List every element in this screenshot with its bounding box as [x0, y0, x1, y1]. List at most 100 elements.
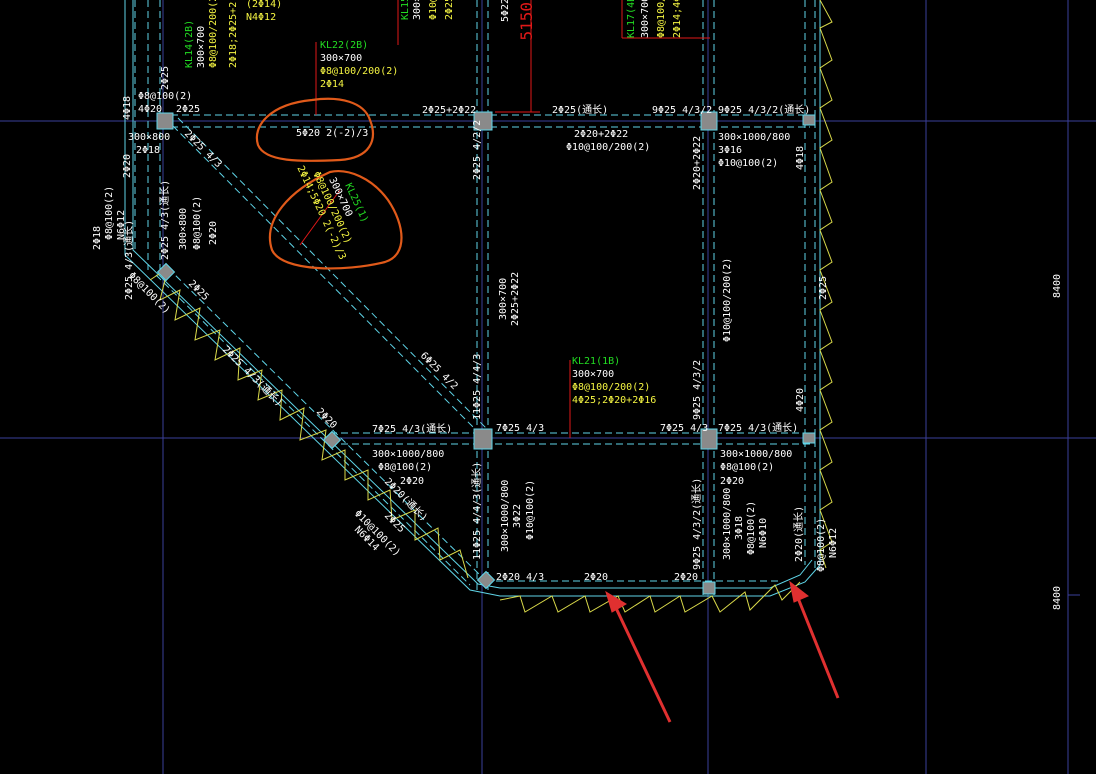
leader-lines — [299, 0, 710, 438]
rebar-label: Φ8@100(2) — [192, 196, 203, 250]
beam-id-kl17: KL17(4B — [626, 0, 637, 38]
rebar-label: 300×1000/800 — [718, 132, 790, 143]
rebar-annotations-h: 5Φ20 2(-2)/3 2Φ25+2Φ22 2Φ25(通长) 9Φ25 4/3… — [128, 91, 810, 583]
frag-b-3: 2Φ25 — [444, 0, 455, 20]
rebar-label: 9Φ25 4/3/2 — [692, 360, 703, 420]
rebar-label: 7Φ25 4/3 — [496, 423, 544, 434]
rebar-label: 5Φ20 2(-2)/3 — [296, 128, 368, 139]
rebar-label: Φ8@100(2) — [138, 91, 192, 102]
beam-label-kl22: KL22(2B) 300×700 Φ8@100/200(2) 2Φ14 — [320, 40, 398, 90]
dimension-8400-b: 8400 — [1052, 586, 1063, 610]
rebar-label: Φ10@100/200(2) — [722, 258, 733, 342]
rebar-label: 11Φ25 4/4/3 — [472, 354, 483, 420]
rebar-label: 7Φ25 4/3(通长) — [372, 423, 452, 435]
rebar-label: Φ8@100(2) — [104, 186, 115, 240]
rebar-annotations-v: 2Φ20+2Φ22 4Φ18 2Φ25 4/2/2 300×700 2Φ25+2… — [92, 66, 839, 572]
rebar-label: 2Φ25(通长) — [552, 104, 608, 116]
rebar-label: 2Φ25+2Φ22 — [422, 105, 476, 116]
rebar-label: 300×1000/800 — [372, 449, 444, 460]
rebar-label: 7Φ25 4/3(通长) — [718, 422, 798, 434]
rebar-label: 2Φ20 — [674, 572, 698, 583]
columns — [156, 111, 816, 595]
column — [700, 428, 718, 450]
column — [156, 262, 176, 282]
rebar-label: 3Φ16 — [718, 145, 742, 156]
beam-stirrup-kl17: Φ8@100/200 — [656, 0, 667, 38]
beam-diag-edge2 — [155, 274, 471, 586]
rebar-label: Φ10@100(2) — [525, 480, 536, 540]
rebar-label: 9Φ25 4/3/2(通长) — [691, 478, 703, 570]
rebar-label: 300×1000/800 — [500, 480, 511, 552]
rebar-label: 3Φ18 — [734, 516, 745, 540]
frag-a-1: (2Φ14) — [246, 0, 282, 10]
rebar-label: 2Φ25 4/3(通长) — [123, 220, 135, 300]
rebar-label: 2Φ25 4/2/2 — [472, 120, 483, 180]
column — [156, 112, 174, 130]
rebar-label: 9Φ25 4/3/2 — [652, 105, 712, 116]
rebar-label: 300×1000/800 — [722, 488, 733, 560]
beam-size: 300×700 — [320, 53, 362, 64]
rebar-label: 2Φ20+2Φ22 — [574, 129, 628, 140]
column — [802, 114, 816, 126]
beam-diag-1 — [164, 117, 479, 433]
beam-id-kl15: KL15 — [400, 0, 411, 20]
rebar-label: 7Φ25 4/3 — [660, 423, 708, 434]
dimension-8400-a: 8400 — [1052, 274, 1063, 298]
rebar-label: 2Φ25 — [818, 276, 829, 300]
rebar-label: 2Φ25 — [160, 66, 171, 90]
rebar-label: 2Φ20 — [122, 154, 133, 178]
column — [700, 111, 718, 131]
beam-rebar-kl14: 2Φ18;2Φ25+2 — [228, 2, 239, 68]
beam-stirrup: Φ8@100/200(2) — [320, 66, 398, 77]
beam-id: KL21(1B) — [572, 356, 620, 367]
beam-id-kl14: KL14(2B) — [184, 20, 195, 68]
rebar-label: 2Φ18 — [136, 145, 160, 156]
rebar-label: 2Φ20 — [720, 476, 744, 487]
rebar-label: Φ10@100/200(2) — [566, 142, 650, 153]
rebar-label: 4Φ18 — [795, 146, 806, 170]
hand-circle-1 — [255, 97, 374, 162]
rebar-label: 3Φ22 — [512, 504, 523, 528]
rebar-label: Φ8@100(2) — [378, 462, 432, 473]
beam-diag-2 — [177, 117, 487, 429]
beam-rebar-kl17: 2Φ14;4Φ25 — [672, 0, 683, 38]
rebar-label: 2Φ20 — [584, 572, 608, 583]
rebar-label: Φ8@100(2) — [720, 462, 774, 473]
beam-stirrup-kl14: Φ8@100/200(2) — [208, 0, 219, 68]
column — [802, 432, 816, 444]
rebar-label: N6Φ10 — [758, 518, 769, 548]
red-arrow-1 — [605, 590, 672, 723]
column — [322, 430, 342, 450]
rebar-label: 9Φ25 4/3/2(通长) — [718, 104, 810, 116]
beam-diag-edge1 — [167, 267, 481, 576]
rebar-label: 300×800 — [128, 132, 170, 143]
frag-b-1: 300× — [412, 0, 423, 20]
column — [702, 581, 716, 595]
beam-label-kl21: KL21(1B) 300×700 Φ8@100/200(2) 4Φ25;2Φ20… — [572, 356, 656, 406]
rebar-label: 2Φ20(通长) — [793, 506, 805, 562]
rebar-label: 2Φ20 4/3 — [496, 572, 544, 583]
rebar-label: Φ10@100(2) — [718, 158, 778, 169]
rebar-label: 2Φ18 — [92, 226, 103, 250]
beam-stirrup: Φ8@100/200(2) — [572, 382, 650, 393]
top-labels: KL14(2B) 300×700 Φ8@100/200(2) 2Φ18;2Φ25… — [184, 0, 683, 68]
rebar-label: 4Φ20 — [795, 388, 806, 412]
rebar-label: 300×1000/800 — [720, 449, 792, 460]
column — [473, 111, 493, 131]
beam-size: 300×700 — [572, 369, 614, 380]
frag-b-2: Φ10@ — [428, 0, 439, 20]
slab-boundary-zigzag — [149, 0, 833, 613]
slab-edge — [124, 0, 821, 597]
rebar-label: 300×700 — [498, 278, 509, 320]
hand-annotations — [255, 97, 403, 270]
frag-c: 5Φ22 — [500, 0, 511, 22]
hand-circle-2 — [269, 170, 403, 270]
beam-size-kl14: 300×700 — [196, 26, 207, 68]
beam-rebar: 4Φ25;2Φ20+2Φ16 — [572, 395, 656, 406]
rebar-label: N6Φ12 — [828, 528, 839, 558]
rebar-label: 4Φ18 — [122, 96, 133, 120]
rebar-label: 2Φ25 — [176, 104, 200, 115]
rebar-label: 2Φ20 — [400, 476, 424, 487]
